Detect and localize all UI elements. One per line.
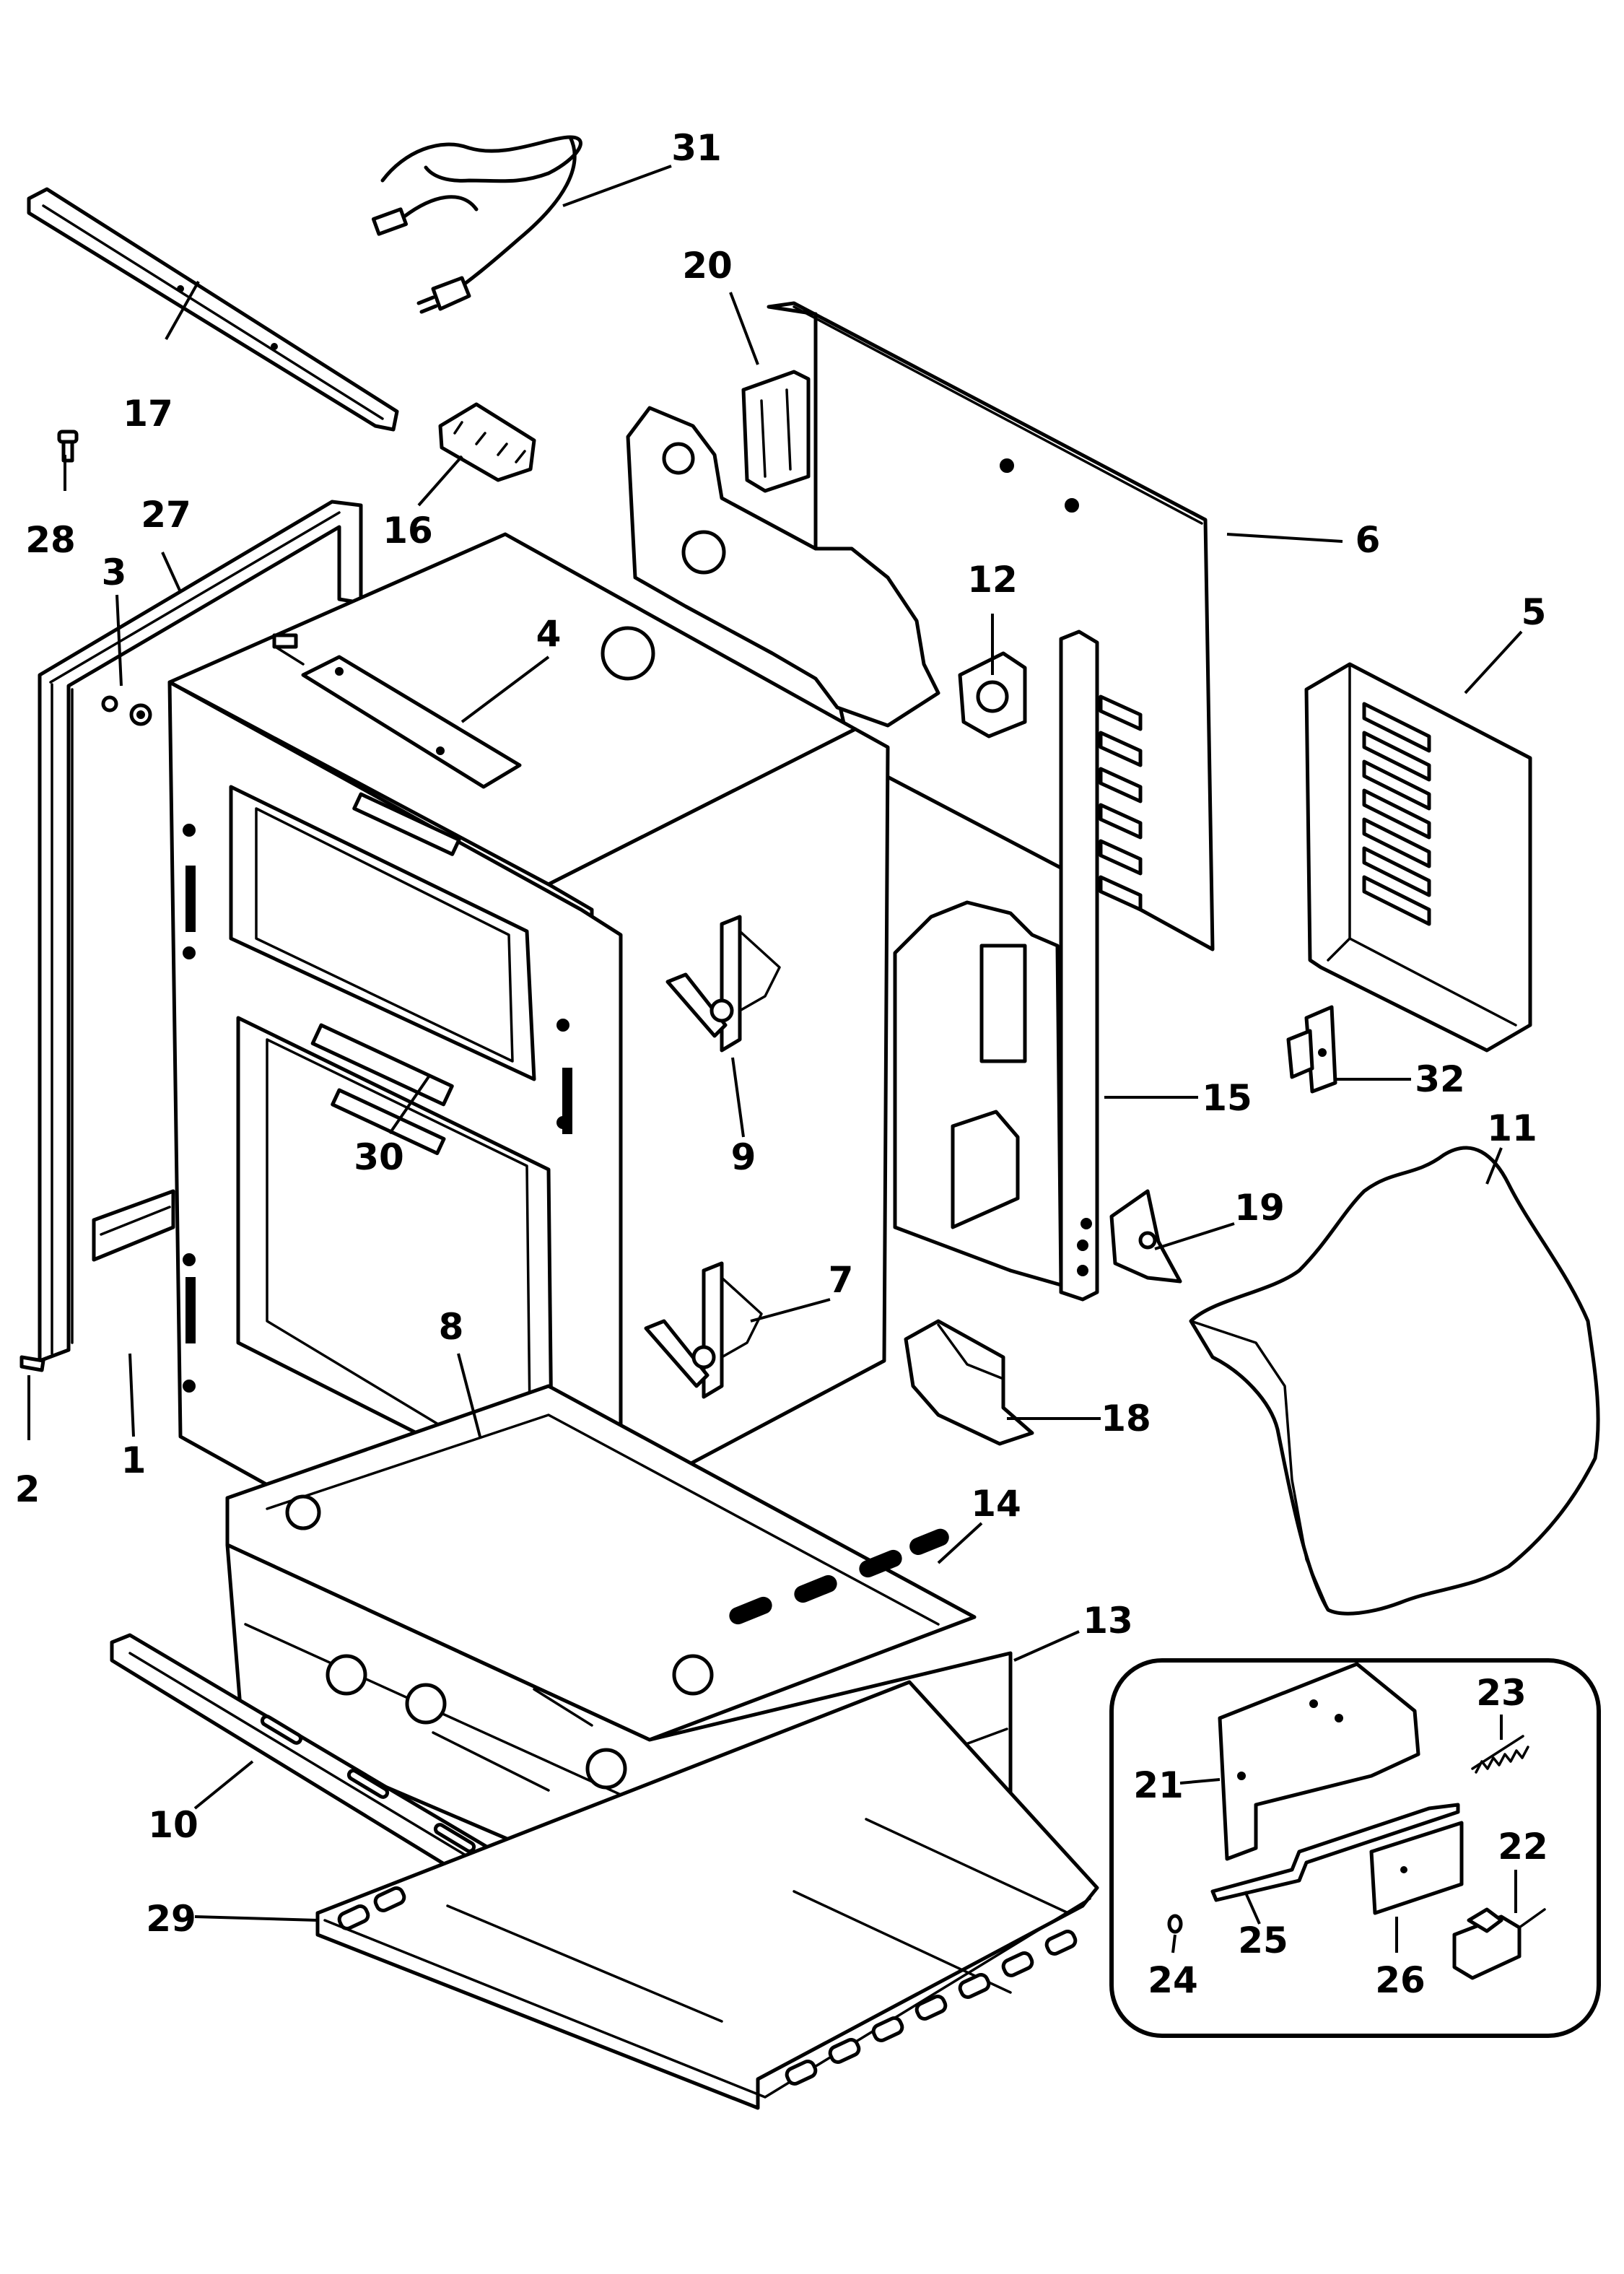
label-21: 21 [1133,1764,1184,1806]
label-23: 23 [1476,1672,1527,1714]
part-29-bottom-pan [315,1680,1099,2110]
part-22-switch [1452,1907,1546,1980]
label-9: 9 [731,1136,756,1178]
label-27: 27 [141,494,191,536]
part-31-power-cord [371,135,582,314]
label-7: 7 [829,1259,854,1301]
part-27-left-trim [38,500,363,1363]
part-9-hinge [665,915,781,1053]
label-12: 12 [967,559,1018,601]
label-14: 14 [971,1483,1021,1525]
part-3-screw [101,695,152,726]
label-11: 11 [1487,1107,1537,1149]
label-29: 29 [146,1898,196,1940]
label-22: 22 [1498,1826,1548,1868]
side-panel-louvers [1099,694,1143,912]
label-19: 19 [1234,1187,1285,1229]
part-32-bracket [1286,1005,1337,1094]
label-24: 24 [1148,1959,1198,2001]
rear-frame-panel [626,406,940,728]
part-16-terminal-block [438,402,536,482]
label-17: 17 [123,393,173,435]
vent-louvers [1362,702,1431,926]
part-20-bracket [741,370,811,493]
leader-lines [27,165,1523,1953]
label-26: 26 [1375,1959,1426,2001]
part-26-plate [1369,1821,1464,1915]
label-28: 28 [25,519,76,561]
label-3: 3 [102,552,127,593]
label-5: 5 [1522,591,1547,633]
label-15: 15 [1202,1077,1252,1119]
label-32: 32 [1415,1058,1465,1100]
part-17-top-rail [27,187,399,432]
label-20: 20 [682,245,733,287]
part-21-bracket [1218,1662,1420,1861]
label-8: 8 [439,1306,464,1348]
label-13: 13 [1083,1600,1133,1642]
part-12-fan-mount [958,651,1027,739]
part-24-clip [1167,1914,1183,1934]
label-10: 10 [148,1804,198,1846]
part-15-side-panel [893,630,1143,1302]
part-19-bracket [1109,1189,1182,1284]
part-7-hinge [644,1261,763,1399]
label-1: 1 [121,1439,147,1481]
label-30: 30 [354,1136,404,1178]
label-2: 2 [15,1468,40,1510]
part-5-vent-panel [1304,662,1532,1053]
part-number-labels: 31 17 20 16 28 27 6 3 4 12 5 15 32 11 9 … [15,127,1548,2001]
inset-detail [1109,1658,1601,2038]
part-30-strip [310,1023,454,1107]
part-1-bracket [92,1189,175,1262]
part-28-plug [57,430,79,463]
part-2-screw [19,1355,45,1372]
label-4: 4 [536,613,562,655]
pan-slots [785,1930,1078,2086]
part-11-insulation [1189,1146,1600,1616]
part-4-sensor-bracket [272,633,522,789]
part-18-bracket [904,1319,1034,1446]
part-23-spring [1471,1735,1529,1774]
label-25: 25 [1238,1920,1288,1961]
part-14-bottom-tray [225,1384,977,1742]
label-31: 31 [671,127,722,169]
part-25-rod [1210,1803,1460,1902]
label-16: 16 [383,510,433,552]
label-18: 18 [1101,1398,1151,1439]
oven-cavity [167,532,890,1655]
label-6: 6 [1355,519,1381,561]
